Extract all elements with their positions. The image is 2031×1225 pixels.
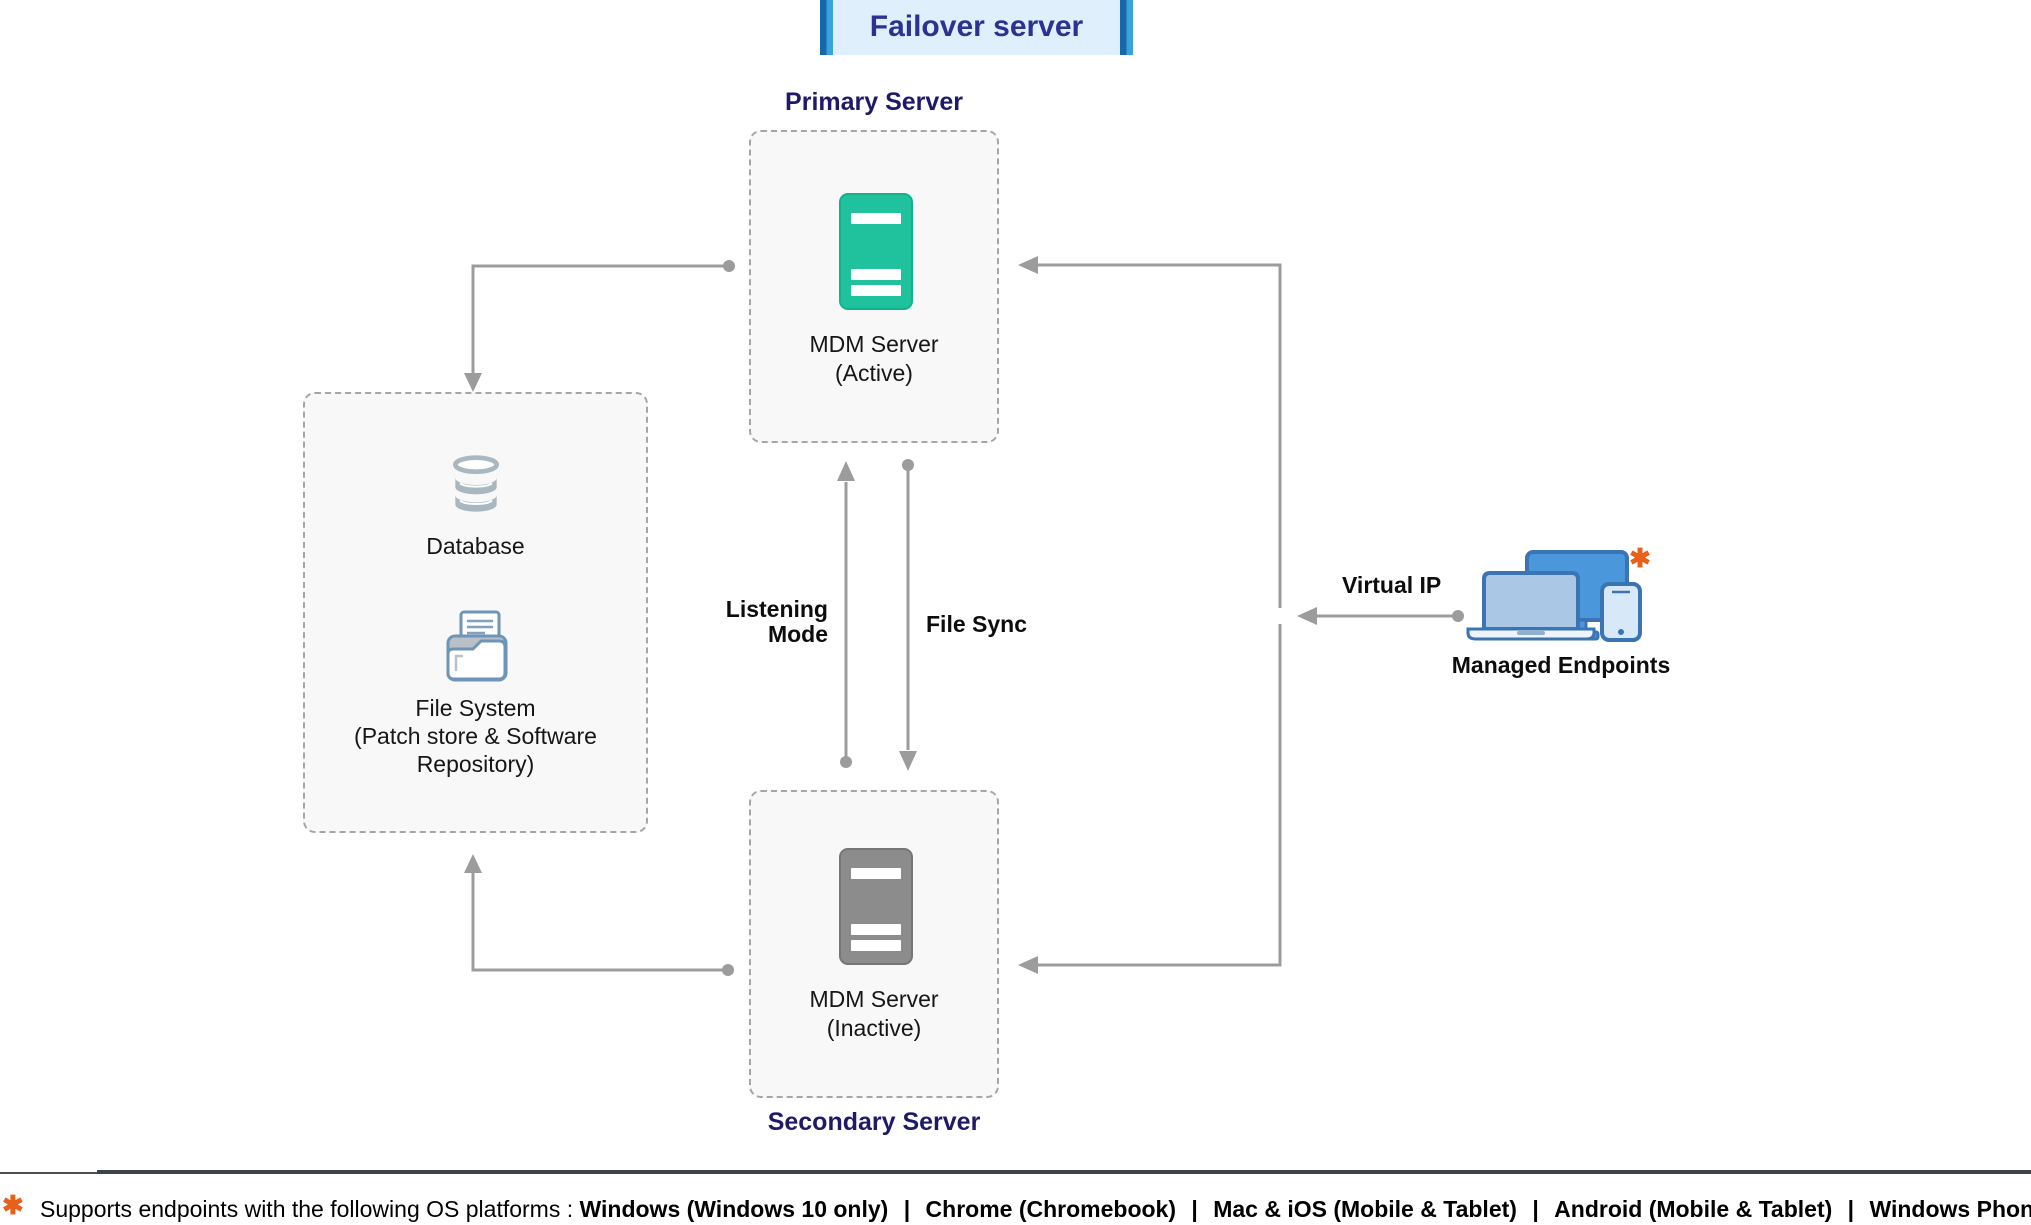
file-system-line2: (Patch store & Software [354, 723, 597, 749]
connector-endpoints-trunk [1018, 256, 1282, 974]
footer-separator: | [1191, 1196, 1198, 1222]
diagram-title: Failover server [869, 10, 1084, 43]
connector-primary-to-storage [464, 260, 735, 392]
managed-endpoints-label: Managed Endpoints [1451, 652, 1671, 678]
server-state: (Inactive) [826, 1015, 922, 1041]
footer-os-chrome: Chrome (Chromebook) [925, 1196, 1176, 1222]
footer-os-mac-ios: Mac & iOS (Mobile & Tablet) [1213, 1196, 1517, 1222]
file-sync-label: File Sync [926, 611, 1027, 637]
diagram-title-box: Failover server [820, 0, 1133, 55]
connector-file-sync-arrow [899, 459, 917, 771]
laptop-icon [1466, 571, 1596, 641]
footer-note: Supports endpoints with the following OS… [40, 1196, 2031, 1223]
primary-server-box: MDM Server (Active) [749, 130, 999, 443]
server-slot [851, 940, 901, 951]
footer-os-android: Android (Mobile & Tablet) [1554, 1196, 1833, 1222]
connector-virtual-ip-arrow [1297, 607, 1464, 625]
connector-secondary-to-storage [464, 854, 734, 976]
title-accent-bar-right [1120, 0, 1133, 55]
listening-mode-line1: Listening [725, 596, 828, 622]
server-name: MDM Server [809, 331, 939, 357]
mdm-server-active-caption: MDM Server (Active) [751, 330, 997, 388]
server-slot [851, 868, 901, 879]
connector-listening-mode-arrow [837, 461, 855, 768]
file-system-icon [446, 610, 508, 682]
endpoints-asterisk-icon: ✱ [1629, 543, 1651, 573]
footer-separator: | [1847, 1196, 1855, 1222]
virtual-ip-label: Virtual IP [1342, 572, 1442, 598]
listening-mode-label: Listening Mode [688, 597, 828, 647]
footer-os-windows-phone: Windows Phone (Mobile) [1869, 1196, 2031, 1222]
database-icon [453, 455, 499, 512]
footer-os-windows: Windows (Windows 10 only) [579, 1196, 889, 1222]
server-slot [851, 269, 901, 280]
mdm-server-inactive-caption: MDM Server (Inactive) [751, 985, 997, 1043]
title-accent-bar-left [820, 0, 833, 55]
database-label: Database [426, 533, 525, 559]
listening-mode-line2: Mode [767, 621, 828, 647]
footer-separator: | [1532, 1196, 1539, 1222]
server-slot [851, 924, 901, 935]
footer-divider [97, 1170, 2031, 1174]
primary-server-label: Primary Server [785, 88, 963, 116]
phone-icon [1600, 582, 1642, 642]
footer-note-prefix: Supports endpoints with the following OS… [40, 1196, 580, 1222]
footnote-asterisk-icon: ✱ [2, 1190, 24, 1220]
secondary-server-label: Secondary Server [767, 1108, 981, 1136]
server-slot [851, 213, 901, 224]
mdm-server-active-icon [839, 193, 913, 310]
server-slot [851, 285, 901, 296]
file-system-line3: Repository) [416, 751, 535, 777]
secondary-server-box: MDM Server (Inactive) [749, 790, 999, 1098]
mdm-server-inactive-icon [839, 848, 913, 965]
server-state: (Active) [835, 360, 913, 386]
footer-divider-thin [0, 1172, 97, 1174]
server-name: MDM Server [809, 986, 939, 1012]
file-system-label: File System (Patch store & Software Repo… [305, 694, 646, 778]
footer-separator: | [903, 1196, 911, 1222]
file-system-line1: File System [415, 695, 536, 721]
managed-endpoints-icon: ✱ [1466, 543, 1651, 642]
storage-box: Database File System (Patch store & Soft… [303, 392, 648, 833]
